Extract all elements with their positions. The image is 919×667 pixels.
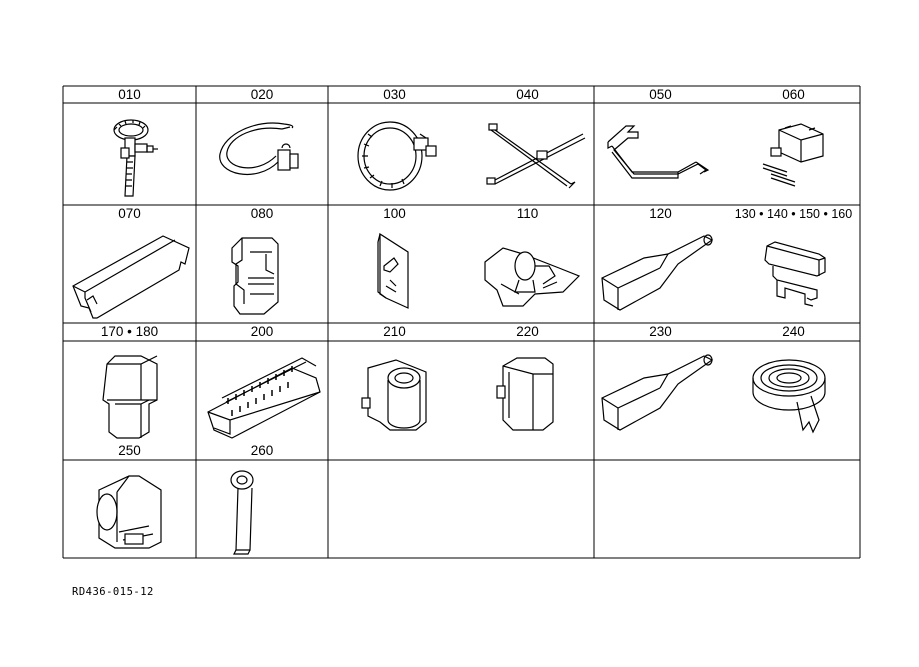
part-code-100: 100 xyxy=(383,206,406,221)
part-code-050: 050 xyxy=(649,87,672,102)
grommet-housing-icon xyxy=(328,342,460,444)
relay-housing-icon xyxy=(63,342,195,444)
part-code-250: 250 xyxy=(118,443,141,458)
part-code-170-180: 170 • 180 xyxy=(100,324,159,339)
wing-clip-icon xyxy=(461,222,593,324)
part-code-030: 030 xyxy=(383,87,406,102)
drawing-reference: RD436-015-12 xyxy=(72,586,154,598)
part-code-110: 110 xyxy=(516,206,539,221)
cross-tie-icon xyxy=(461,104,593,206)
part-code-230: 230 xyxy=(649,324,672,339)
band-clamp-icon xyxy=(196,104,328,206)
rubber-boot-icon xyxy=(594,222,726,324)
cable-tie-mount-icon xyxy=(63,104,195,206)
part-code-220: 220 xyxy=(516,324,539,339)
cover-strip-icon xyxy=(63,222,195,324)
plate-clip-icon xyxy=(328,222,460,324)
part-code-120: 120 xyxy=(649,206,672,221)
ring-terminal-icon xyxy=(196,460,328,562)
part-code-210: 210 xyxy=(383,324,406,339)
part-code-260: 260 xyxy=(250,443,274,458)
part-code-070: 070 xyxy=(118,206,141,221)
part-code-080: 080 xyxy=(250,206,274,221)
bracket-handle-icon xyxy=(594,104,726,206)
connector-cap-icon xyxy=(63,460,195,562)
rubber-boot-icon xyxy=(594,342,726,444)
part-code-010: 010 xyxy=(118,87,141,102)
insulating-tape-icon xyxy=(727,342,859,444)
part-code-130-160: 130 • 140 • 150 • 160 xyxy=(734,207,853,221)
part-code-020: 020 xyxy=(250,87,274,102)
part-code-200: 200 xyxy=(250,324,274,339)
blade-fuse-icon xyxy=(727,222,859,324)
connector-plug-icon xyxy=(727,104,859,206)
clip-cover-icon xyxy=(461,342,593,444)
hose-clamp-icon xyxy=(328,104,460,206)
part-code-040: 040 xyxy=(516,87,539,102)
part-code-060: 060 xyxy=(782,87,805,102)
spring-clip-icon xyxy=(196,222,328,324)
terminal-block-icon xyxy=(196,342,328,444)
part-code-240: 240 xyxy=(782,324,805,339)
